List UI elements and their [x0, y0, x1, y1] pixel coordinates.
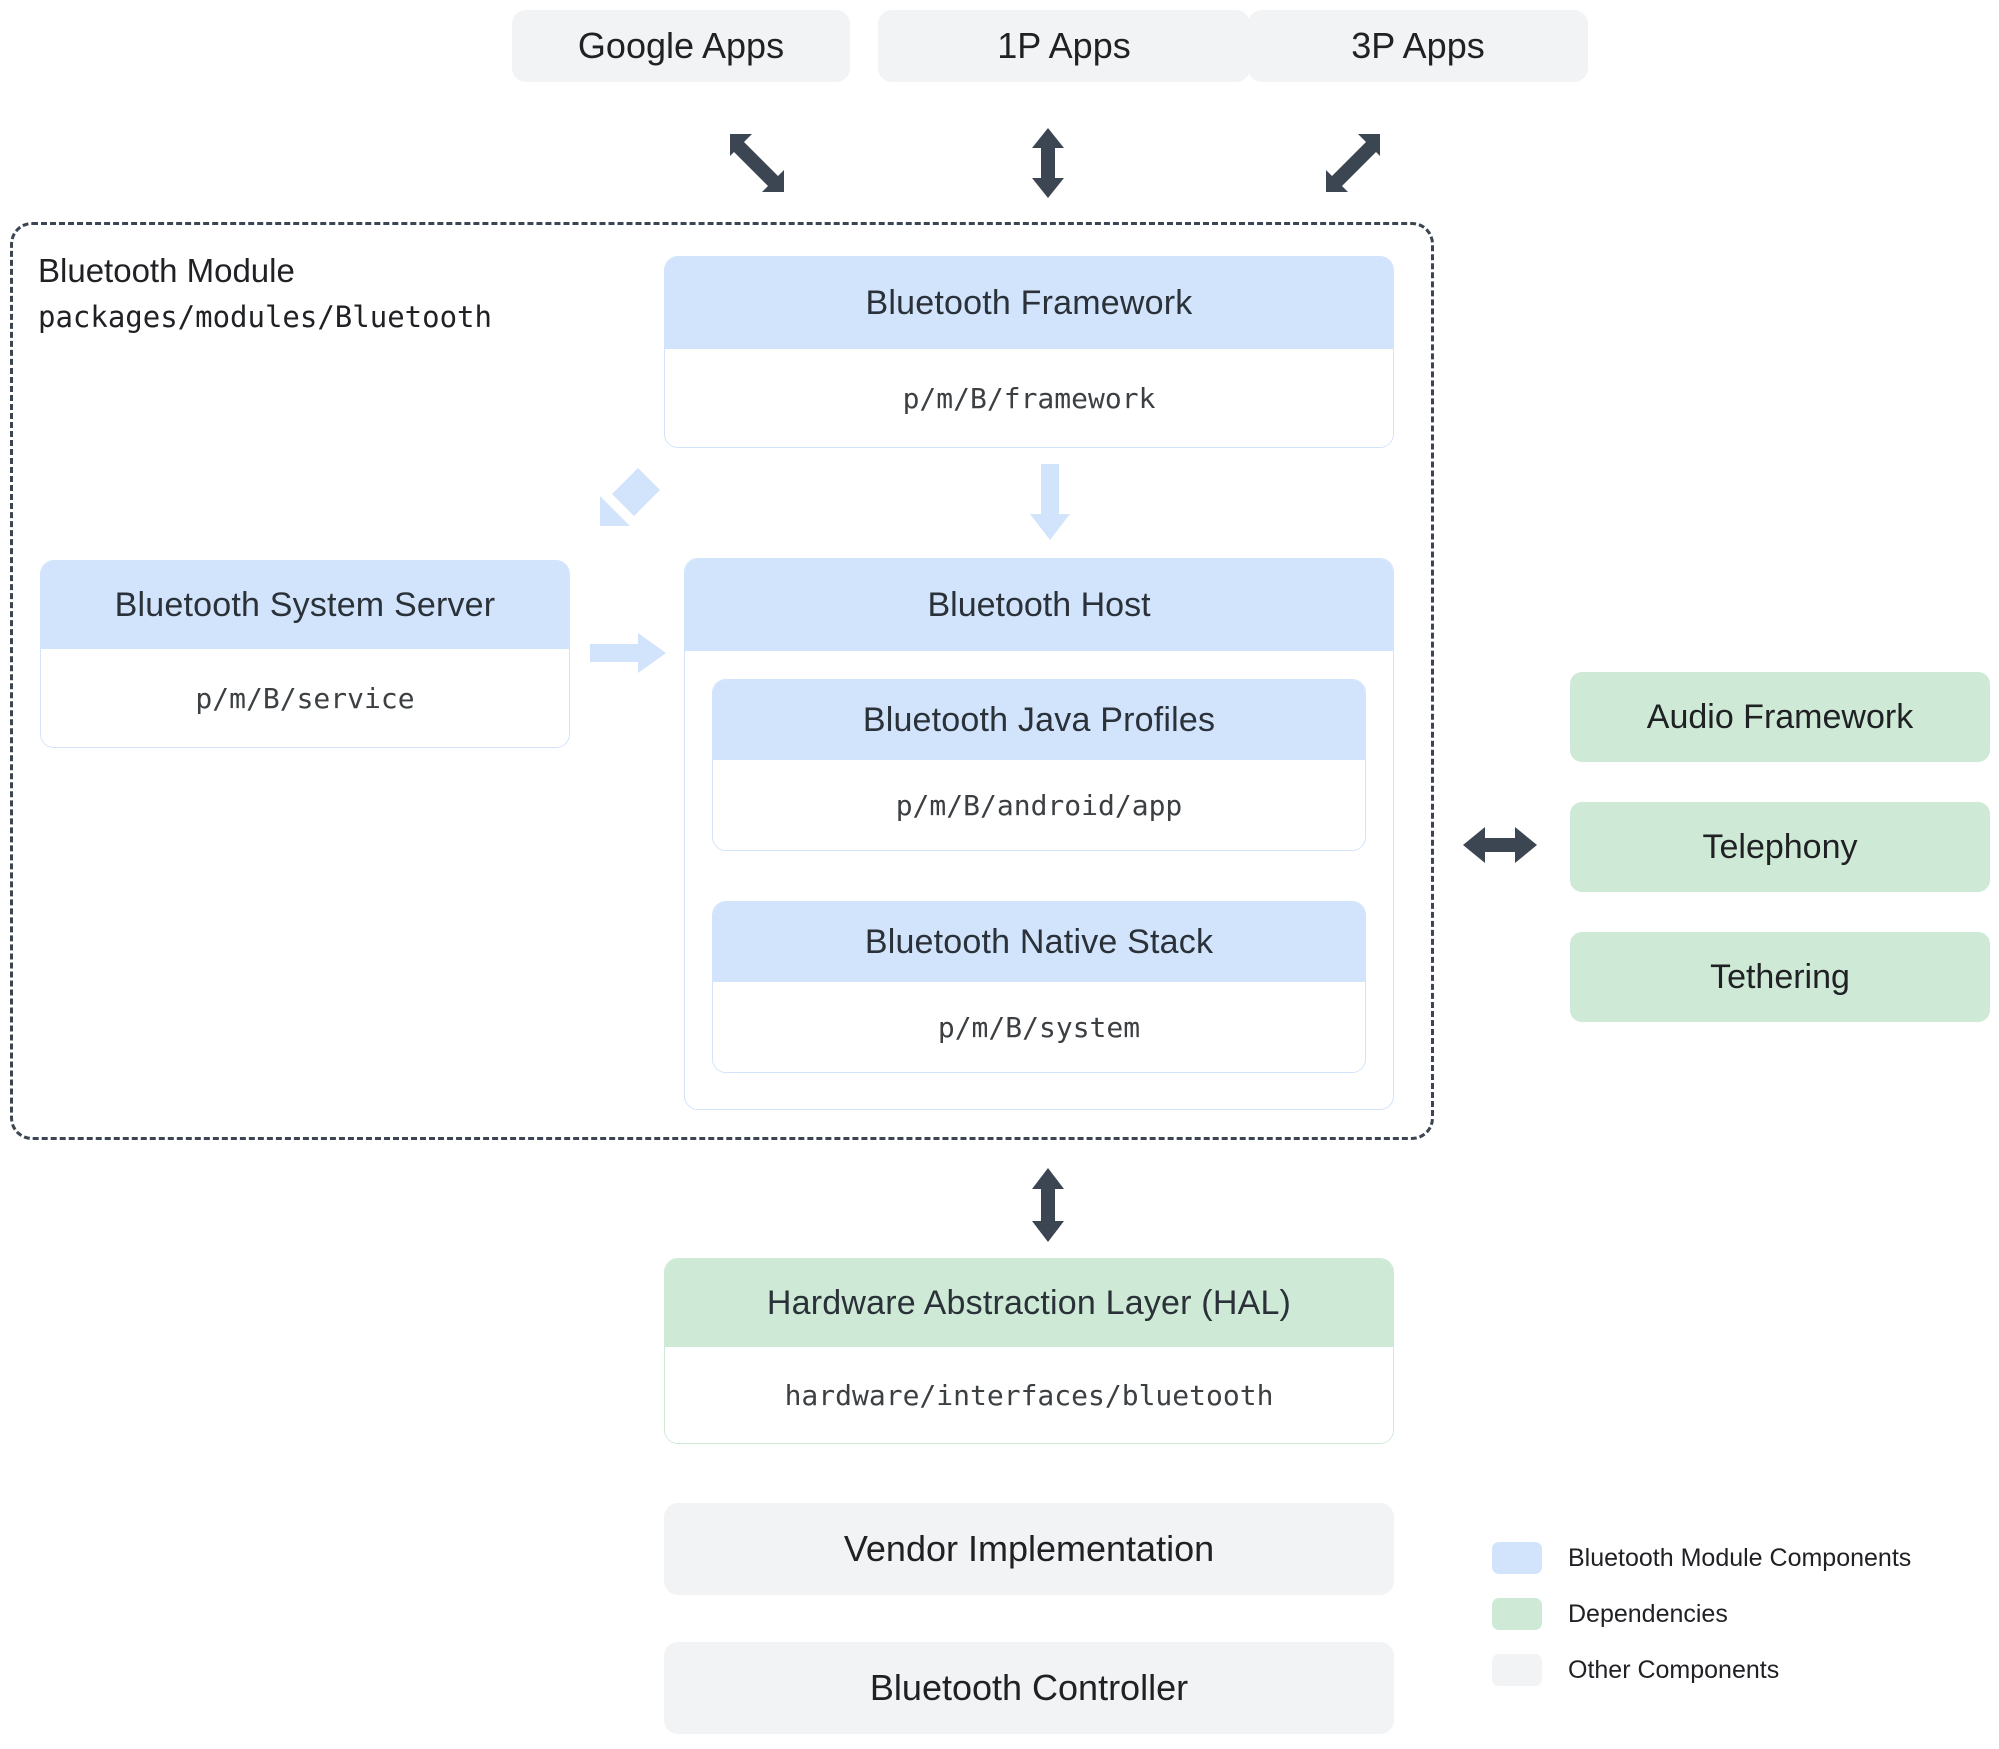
legend-label: Bluetooth Module Components	[1568, 1543, 1912, 1572]
card-header: Bluetooth System Server	[41, 561, 569, 649]
card-bluetooth-system-server: Bluetooth System Server p/m/B/service	[40, 560, 570, 748]
app-box-label: 1P Apps	[997, 25, 1131, 66]
card-bluetooth-java-profiles: Bluetooth Java Profiles p/m/B/android/ap…	[712, 679, 1366, 851]
legend: Bluetooth Module Components Dependencies…	[1492, 1542, 1992, 1712]
dependency-box-tethering: Tethering	[1570, 932, 1990, 1022]
legend-item-dependencies: Dependencies	[1492, 1598, 1728, 1630]
card-bluetooth-framework: Bluetooth Framework p/m/B/framework	[664, 256, 1394, 448]
card-path-text: p/m/B/system	[937, 1010, 1141, 1044]
dependency-box-label: Telephony	[1702, 827, 1858, 866]
card-path-text: p/m/B/android/app	[895, 788, 1183, 822]
card-path: p/m/B/system	[713, 982, 1365, 1072]
legend-label: Other Components	[1568, 1655, 1780, 1684]
card-title: Bluetooth Framework	[865, 283, 1193, 322]
card-header: Bluetooth Java Profiles	[713, 680, 1365, 760]
arrow-diagonal-down-left-icon	[598, 468, 666, 530]
module-path: packages/modules/Bluetooth	[38, 300, 492, 334]
card-title: Bluetooth Java Profiles	[862, 700, 1216, 739]
card-header: Bluetooth Host	[685, 559, 1393, 651]
card-header: Bluetooth Native Stack	[713, 902, 1365, 982]
legend-item-other-components: Other Components	[1492, 1654, 1779, 1686]
app-box-1p-apps: 1P Apps	[878, 10, 1250, 82]
card-hardware-abstraction-layer: Hardware Abstraction Layer (HAL) hardwar…	[664, 1258, 1394, 1444]
legend-swatch-green	[1492, 1598, 1542, 1630]
card-header: Bluetooth Framework	[665, 257, 1393, 349]
arrow-down-icon	[1030, 464, 1070, 540]
dependency-box-audio-framework: Audio Framework	[1570, 672, 1990, 762]
legend-label: Dependencies	[1568, 1599, 1728, 1628]
card-path: p/m/B/android/app	[713, 760, 1365, 850]
card-title: Hardware Abstraction Layer (HAL)	[766, 1283, 1292, 1322]
double-arrow-vertical-icon	[1030, 1168, 1066, 1242]
app-box-google-apps: Google Apps	[512, 10, 850, 82]
arrow-right-icon	[590, 632, 666, 674]
card-title: Bluetooth Native Stack	[864, 922, 1214, 961]
legend-item-bluetooth-module-components: Bluetooth Module Components	[1492, 1542, 1911, 1574]
dependency-box-label: Tethering	[1710, 957, 1850, 996]
app-box-label: 3P Apps	[1351, 25, 1485, 66]
bottom-box-label: Bluetooth Controller	[869, 1667, 1189, 1708]
double-arrow-diagonal-nesw-icon	[1318, 130, 1388, 196]
double-arrow-vertical-icon	[1030, 128, 1066, 198]
bottom-box-label: Vendor Implementation	[843, 1528, 1215, 1569]
card-path: p/m/B/framework	[665, 349, 1393, 447]
card-path-text: p/m/B/framework	[902, 381, 1156, 415]
app-box-3p-apps: 3P Apps	[1248, 10, 1588, 82]
module-title: Bluetooth Module	[38, 252, 295, 289]
card-path: hardware/interfaces/bluetooth	[665, 1347, 1393, 1443]
dependency-box-telephony: Telephony	[1570, 802, 1990, 892]
card-header: Hardware Abstraction Layer (HAL)	[665, 1259, 1393, 1347]
card-path-text: hardware/interfaces/bluetooth	[784, 1378, 1274, 1412]
card-title: Bluetooth Host	[927, 585, 1151, 624]
card-path: p/m/B/service	[41, 649, 569, 747]
card-title: Bluetooth System Server	[114, 585, 496, 624]
dependency-box-label: Audio Framework	[1646, 697, 1914, 736]
bottom-box-bluetooth-controller: Bluetooth Controller	[664, 1642, 1394, 1734]
app-box-label: Google Apps	[577, 25, 785, 66]
bluetooth-module-container	[10, 222, 1434, 1140]
bottom-box-vendor-implementation: Vendor Implementation	[664, 1503, 1394, 1595]
double-arrow-diagonal-nwse-icon	[722, 130, 792, 196]
double-arrow-horizontal-icon	[1463, 826, 1537, 864]
card-bluetooth-native-stack: Bluetooth Native Stack p/m/B/system	[712, 901, 1366, 1073]
card-path-text: p/m/B/service	[195, 681, 415, 715]
legend-swatch-grey	[1492, 1654, 1542, 1686]
legend-swatch-blue	[1492, 1542, 1542, 1574]
